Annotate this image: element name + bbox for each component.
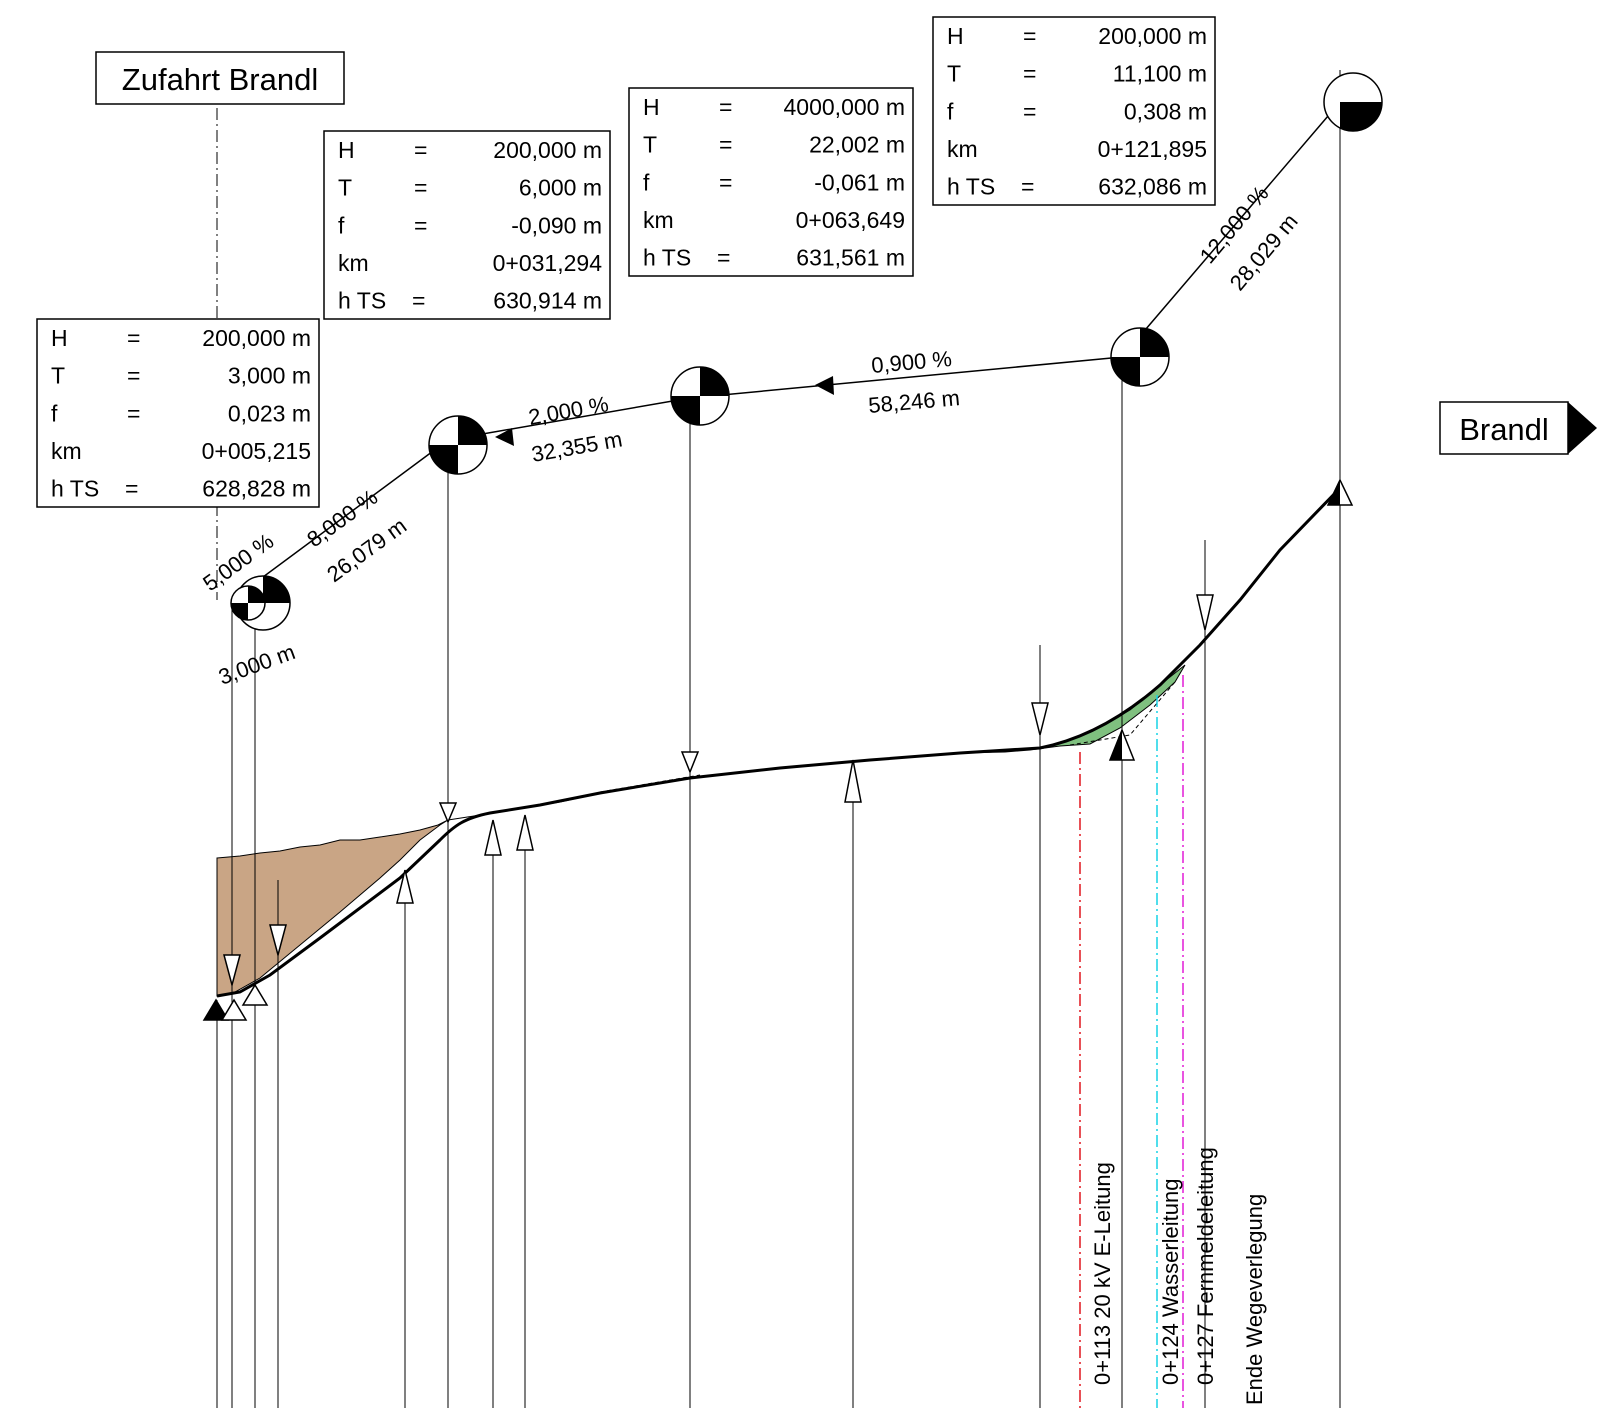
curve-3-H-value: 4000,000 m — [784, 94, 905, 120]
end-title: Brandl — [1459, 412, 1549, 447]
curve-2-H-eq: = — [414, 137, 427, 163]
curve-3-T-eq: = — [719, 132, 732, 158]
curve-1-T-eq: = — [127, 363, 140, 389]
pvi-symbol-end — [1323, 72, 1383, 132]
arrow-t3 — [815, 376, 834, 395]
curve-4-T-value: 11,100 m — [1113, 61, 1207, 87]
curve-1-H-eq: = — [127, 325, 140, 351]
crossing-label-fernmelde: 0+127 Fernmeldeleitung — [1193, 1147, 1218, 1385]
curve-4-hTS-eq: = — [1021, 173, 1034, 199]
curve-3-hTS-value: 631,561 m — [796, 244, 905, 270]
crossing-label-ende: Ende Wegeverlegung — [1242, 1194, 1267, 1405]
tangent-polygon — [231, 101, 1341, 601]
t2-length-label: 32,355 m — [530, 426, 625, 467]
end-direction-arrow — [1568, 402, 1597, 454]
curve-1-f-eq: = — [127, 400, 140, 426]
curve-4-T-label: T — [947, 61, 961, 87]
t2-grade-label: 2,000 % — [527, 391, 611, 430]
curve-2-H-label: H — [338, 137, 355, 163]
curve-1-hTS-label: h TS — [51, 475, 99, 501]
curve-4-km-value: 0+121,895 — [1098, 136, 1207, 162]
curve-1-km-value: 0+005,215 — [202, 438, 311, 464]
curve-2-hTS-value: 630,914 m — [493, 287, 602, 313]
curve-2-km-value: 0+031,294 — [493, 250, 603, 276]
curve-2-hTS-label: h TS — [338, 287, 386, 313]
curve-4-f-value: 0,308 m — [1124, 98, 1207, 124]
ground-line — [447, 751, 1006, 821]
arrow-t2 — [495, 428, 514, 446]
curve-4-H-eq: = — [1023, 23, 1036, 49]
curve-3-T-label: T — [643, 132, 657, 158]
curve-3-H-eq: = — [719, 94, 732, 120]
curve-1-T-value: 3,000 m — [228, 363, 311, 389]
marker-fill-1 — [1110, 730, 1122, 760]
curve-2-km-label: km — [338, 250, 369, 276]
curve-4-T-eq: = — [1023, 61, 1036, 87]
curve-2-f-value: -0,090 m — [511, 212, 602, 238]
end-title-box: Brandl — [1439, 401, 1597, 455]
curve-1-km-label: km — [51, 438, 82, 464]
curve-4-f-label: f — [947, 98, 954, 124]
curve-4-H-value: 200,000 m — [1098, 23, 1207, 49]
curve-3-hTS-label: h TS — [643, 244, 691, 270]
curve-1-T-label: T — [51, 363, 65, 389]
curve-4-f-eq: = — [1023, 98, 1036, 124]
marker-fill-2 — [1328, 480, 1340, 505]
tangent-projection — [599, 681, 1176, 793]
start-title: Zufahrt Brandl — [122, 62, 318, 97]
curve-info-boxes: H = 200,000 m T = 3,000 m f = 0,023 m km 0+005,215… — [36, 16, 1216, 508]
curve-box-1: H = 200,000 m T = 3,000 m f = 0,023 m km 0+005,215… — [36, 318, 320, 508]
curve-3-f-value: -0,061 m — [814, 169, 905, 195]
curve-2-T-label: T — [338, 175, 352, 201]
curve-1-H-value: 200,000 m — [202, 325, 311, 351]
station-markers-down — [223, 594, 1214, 988]
curve-1-H-label: H — [51, 325, 68, 351]
curve-2-H-value: 200,000 m — [493, 137, 602, 163]
pvi-symbol-1 — [428, 415, 488, 475]
fill-area — [216, 819, 449, 997]
curve-3-f-label: f — [643, 169, 650, 195]
station-lines — [216, 70, 1341, 1408]
curve-1-hTS-value: 628,828 m — [202, 475, 311, 501]
cut-area — [1004, 664, 1186, 753]
t3-length-label: 58,246 m — [867, 385, 961, 418]
curve-4-hTS-label: h TS — [947, 173, 995, 199]
curve-1-hTS-eq: = — [125, 475, 138, 501]
curve-box-4: H = 200,000 m T = 11,100 m f = 0,308 m km 0+121,89… — [932, 16, 1216, 206]
pvi-symbol-start — [230, 575, 291, 631]
curve-3-H-label: H — [643, 94, 660, 120]
curve-2-f-eq: = — [414, 212, 427, 238]
start-length-label: 3,000 m — [215, 639, 298, 690]
t3-grade-label: 0,900 % — [870, 346, 953, 378]
pvi-symbol-2 — [670, 366, 730, 426]
curve-3-hTS-eq: = — [717, 244, 730, 270]
curve-2-T-eq: = — [414, 175, 427, 201]
curve-4-H-label: H — [947, 23, 964, 49]
crossing-label-wasser: 0+124 Wasserleitung — [1158, 1179, 1183, 1385]
curve-2-T-value: 6,000 m — [519, 175, 602, 201]
design-gradeline — [216, 486, 1342, 998]
curve-4-km-label: km — [947, 136, 978, 162]
station-markers-up — [202, 478, 1354, 1021]
curve-box-2: H = 200,000 m T = 6,000 m f = -0,090 m km 0+031,29… — [323, 130, 611, 320]
start-title-box: Zufahrt Brandl — [95, 51, 345, 105]
curve-3-T-value: 22,002 m — [809, 132, 905, 158]
curve-2-f-label: f — [338, 212, 345, 238]
curve-4-hTS-value: 632,086 m — [1098, 173, 1207, 199]
curve-3-km-value: 0+063,649 — [796, 207, 905, 233]
curve-1-f-value: 0,023 m — [228, 400, 311, 426]
curve-1-f-label: f — [51, 400, 58, 426]
pvi-symbol-3 — [1110, 327, 1170, 387]
crossing-label-eleitung: 0+113 20 kV E-Leitung — [1090, 1162, 1115, 1385]
curve-3-f-eq: = — [719, 169, 732, 195]
curve-3-km-label: km — [643, 207, 674, 233]
curve-box-3: H = 4000,000 m T = 22,002 m f = -0,061 m km 0+063,… — [628, 87, 914, 277]
curve-2-hTS-eq: = — [412, 287, 425, 313]
